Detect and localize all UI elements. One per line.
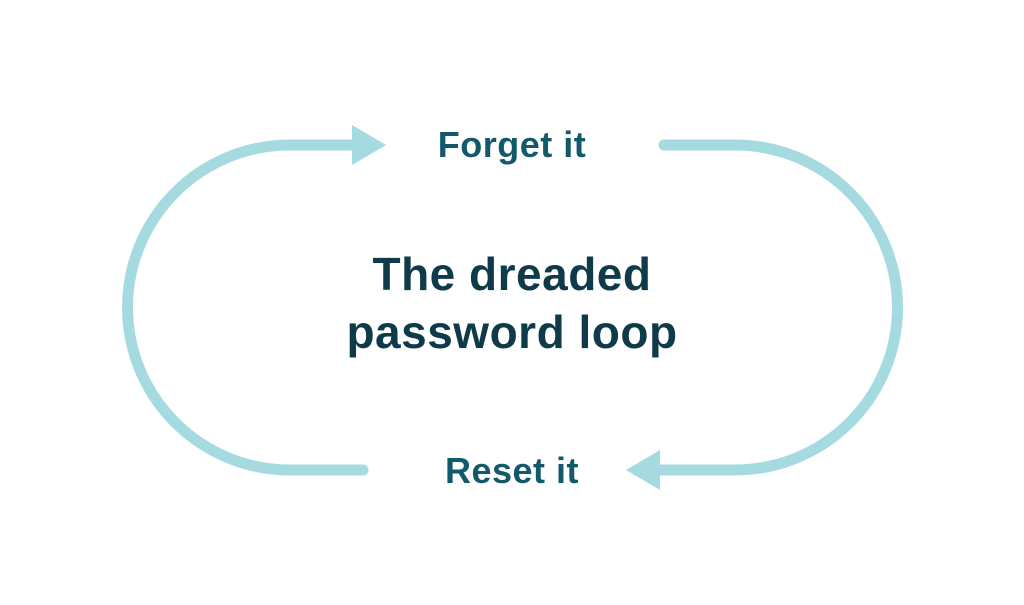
diagram-title: The dreaded password loop [0, 245, 1024, 361]
loop-arc-right [656, 139, 903, 476]
arrow-left-icon [626, 450, 660, 490]
diagram-title-line2: password loop [346, 306, 678, 358]
top-label: Forget it [437, 124, 587, 165]
loop-arc-left [122, 139, 369, 476]
bottom-label: Reset it [444, 450, 580, 491]
diagram-title-line1: The dreaded [372, 248, 652, 300]
arrow-right-icon [352, 125, 386, 165]
